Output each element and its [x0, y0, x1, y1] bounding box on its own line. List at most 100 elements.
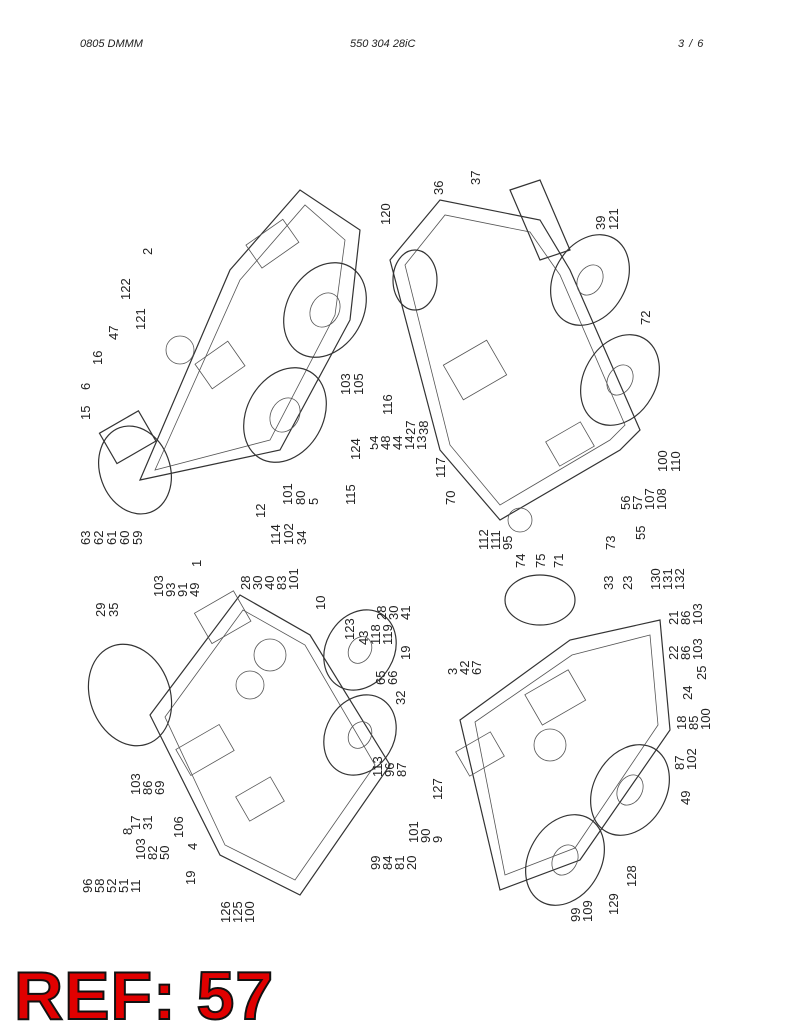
- callout-label: 116: [380, 394, 395, 415]
- machine-line-art: [98, 189, 367, 515]
- callout-label: 74: [513, 554, 528, 568]
- callout-label: 32: [393, 691, 408, 705]
- callout-label: 30: [386, 606, 401, 620]
- callout-label: 55: [633, 526, 648, 540]
- machine-drawing-top-left: 63 62 61 60 59 15 6 16 47 121 122 2 114 …: [78, 189, 367, 545]
- machine-line-art: [87, 590, 397, 896]
- callout-label: 120: [378, 203, 393, 225]
- header-part-number: 550 304 28iC: [350, 38, 416, 50]
- callout-label: 113: [370, 756, 385, 777]
- callout-label: 82: [145, 846, 160, 860]
- callout-label: 102: [684, 748, 699, 770]
- callout-label: 112: [476, 529, 491, 550]
- callout-label: 103: [338, 373, 353, 395]
- callout-label: 107: [642, 488, 657, 510]
- callout-label: 19: [398, 646, 413, 660]
- callout-label: 85: [686, 716, 701, 730]
- callout-label: 123: [342, 618, 357, 640]
- callout-label: 121: [133, 308, 148, 330]
- callout-label: 100: [242, 901, 257, 923]
- callout-label: 131: [660, 568, 675, 590]
- callout-label: 105: [351, 373, 366, 395]
- callout-label: 8: [120, 828, 135, 835]
- callout-label: 28: [374, 606, 389, 620]
- callout-label: 96: [382, 763, 397, 777]
- callout-label: 84: [380, 856, 395, 870]
- callout-label: 12: [253, 504, 268, 518]
- exploded-view-top-left: 63 62 61 60 59 15 6 16 47 121 122 2 114 …: [60, 150, 400, 550]
- callout-label: 86: [678, 646, 693, 660]
- callout-label: 125: [230, 901, 245, 923]
- callout-label: 23: [620, 576, 635, 590]
- callout-label: 51: [116, 879, 131, 893]
- callout-label: 109: [580, 900, 595, 922]
- callout-label: 110: [668, 451, 683, 472]
- callout-label: 128: [624, 865, 639, 887]
- machine-line-art: [389, 179, 660, 533]
- callout-label: 36: [431, 181, 446, 195]
- callout-label: 99: [368, 856, 383, 870]
- callout-label: 83: [274, 576, 289, 590]
- callout-label: 16: [90, 351, 105, 365]
- callout-label: 132: [672, 568, 687, 590]
- callout-group: 3 42 67 33 23 130 131 132 21 86 103 22 8…: [406, 568, 713, 922]
- callout-label: 100: [655, 450, 670, 472]
- callout-group: 120 36 37 39 121 116 27 38 54 48 44 14 1…: [370, 171, 683, 568]
- callout-label: 38: [416, 421, 431, 435]
- callout-label: 70: [443, 491, 458, 505]
- callout-label: 62: [91, 531, 106, 545]
- callout-label: 6: [78, 383, 93, 390]
- callout-label: 130: [648, 568, 663, 590]
- machine-drawing-bottom-right: 3 42 67 33 23 130 131 132 21 86 103 22 8…: [406, 568, 713, 922]
- callout-label: 18: [674, 716, 689, 730]
- callout-label: 75: [533, 554, 548, 568]
- callout-label: 90: [418, 829, 433, 843]
- callout-label: 52: [104, 879, 119, 893]
- callout-label: 118: [368, 624, 383, 645]
- callout-label: 91: [175, 583, 190, 597]
- callout-label: 111: [488, 530, 503, 550]
- callout-label: 15: [78, 406, 93, 420]
- callout-label: 41: [398, 606, 413, 620]
- callout-label: 58: [92, 879, 107, 893]
- callout-label: 56: [618, 496, 633, 510]
- callout-label: 101: [286, 568, 301, 590]
- callout-label: 57: [630, 496, 645, 510]
- callout-label: 50: [157, 846, 172, 860]
- callout-label: 34: [294, 531, 309, 545]
- callout-label: 25: [694, 666, 709, 680]
- callout-label: 3: [445, 668, 460, 675]
- callout-label: 4: [185, 843, 200, 850]
- callout-label: 86: [140, 781, 155, 795]
- callout-label: 1: [189, 560, 204, 567]
- machine-line-art: [455, 574, 671, 906]
- callout-label: 22: [666, 646, 681, 660]
- callout-label: 127: [430, 778, 445, 800]
- callout-group: 63 62 61 60 59 15 6 16 47 121 122 2 114 …: [78, 248, 366, 545]
- exploded-view-top-right: 120 36 37 39 121 116 27 38 54 48 44 14 1…: [370, 150, 700, 570]
- callout-label: 21: [666, 611, 681, 625]
- callout-label: 14: [402, 436, 417, 450]
- callout-label: 24: [680, 686, 695, 700]
- callout-label: 117: [433, 457, 448, 478]
- exploded-view-bottom-right: 3 42 67 33 23 130 131 132 21 86 103 22 8…: [400, 560, 730, 930]
- callout-label: 61: [104, 531, 119, 545]
- callout-label: 87: [394, 763, 409, 777]
- callout-label: 121: [606, 208, 621, 230]
- callout-label: 37: [468, 171, 483, 185]
- callout-label: 40: [262, 576, 277, 590]
- callout-label: 114: [268, 524, 283, 545]
- callout-label: 106: [171, 816, 186, 838]
- reference-number: REF: 57: [13, 958, 275, 1034]
- callout-label: 20: [404, 856, 419, 870]
- callout-label: 2: [140, 248, 155, 255]
- callout-label: 101: [406, 821, 421, 843]
- callout-label: 129: [606, 893, 621, 915]
- callout-label: 119: [380, 624, 395, 645]
- callout-label: 42: [457, 661, 472, 675]
- callout-label: 124: [348, 438, 363, 460]
- callout-label: 30: [250, 576, 265, 590]
- callout-label: 69: [152, 781, 167, 795]
- callout-label: 81: [392, 856, 407, 870]
- callout-label: 27: [403, 421, 418, 435]
